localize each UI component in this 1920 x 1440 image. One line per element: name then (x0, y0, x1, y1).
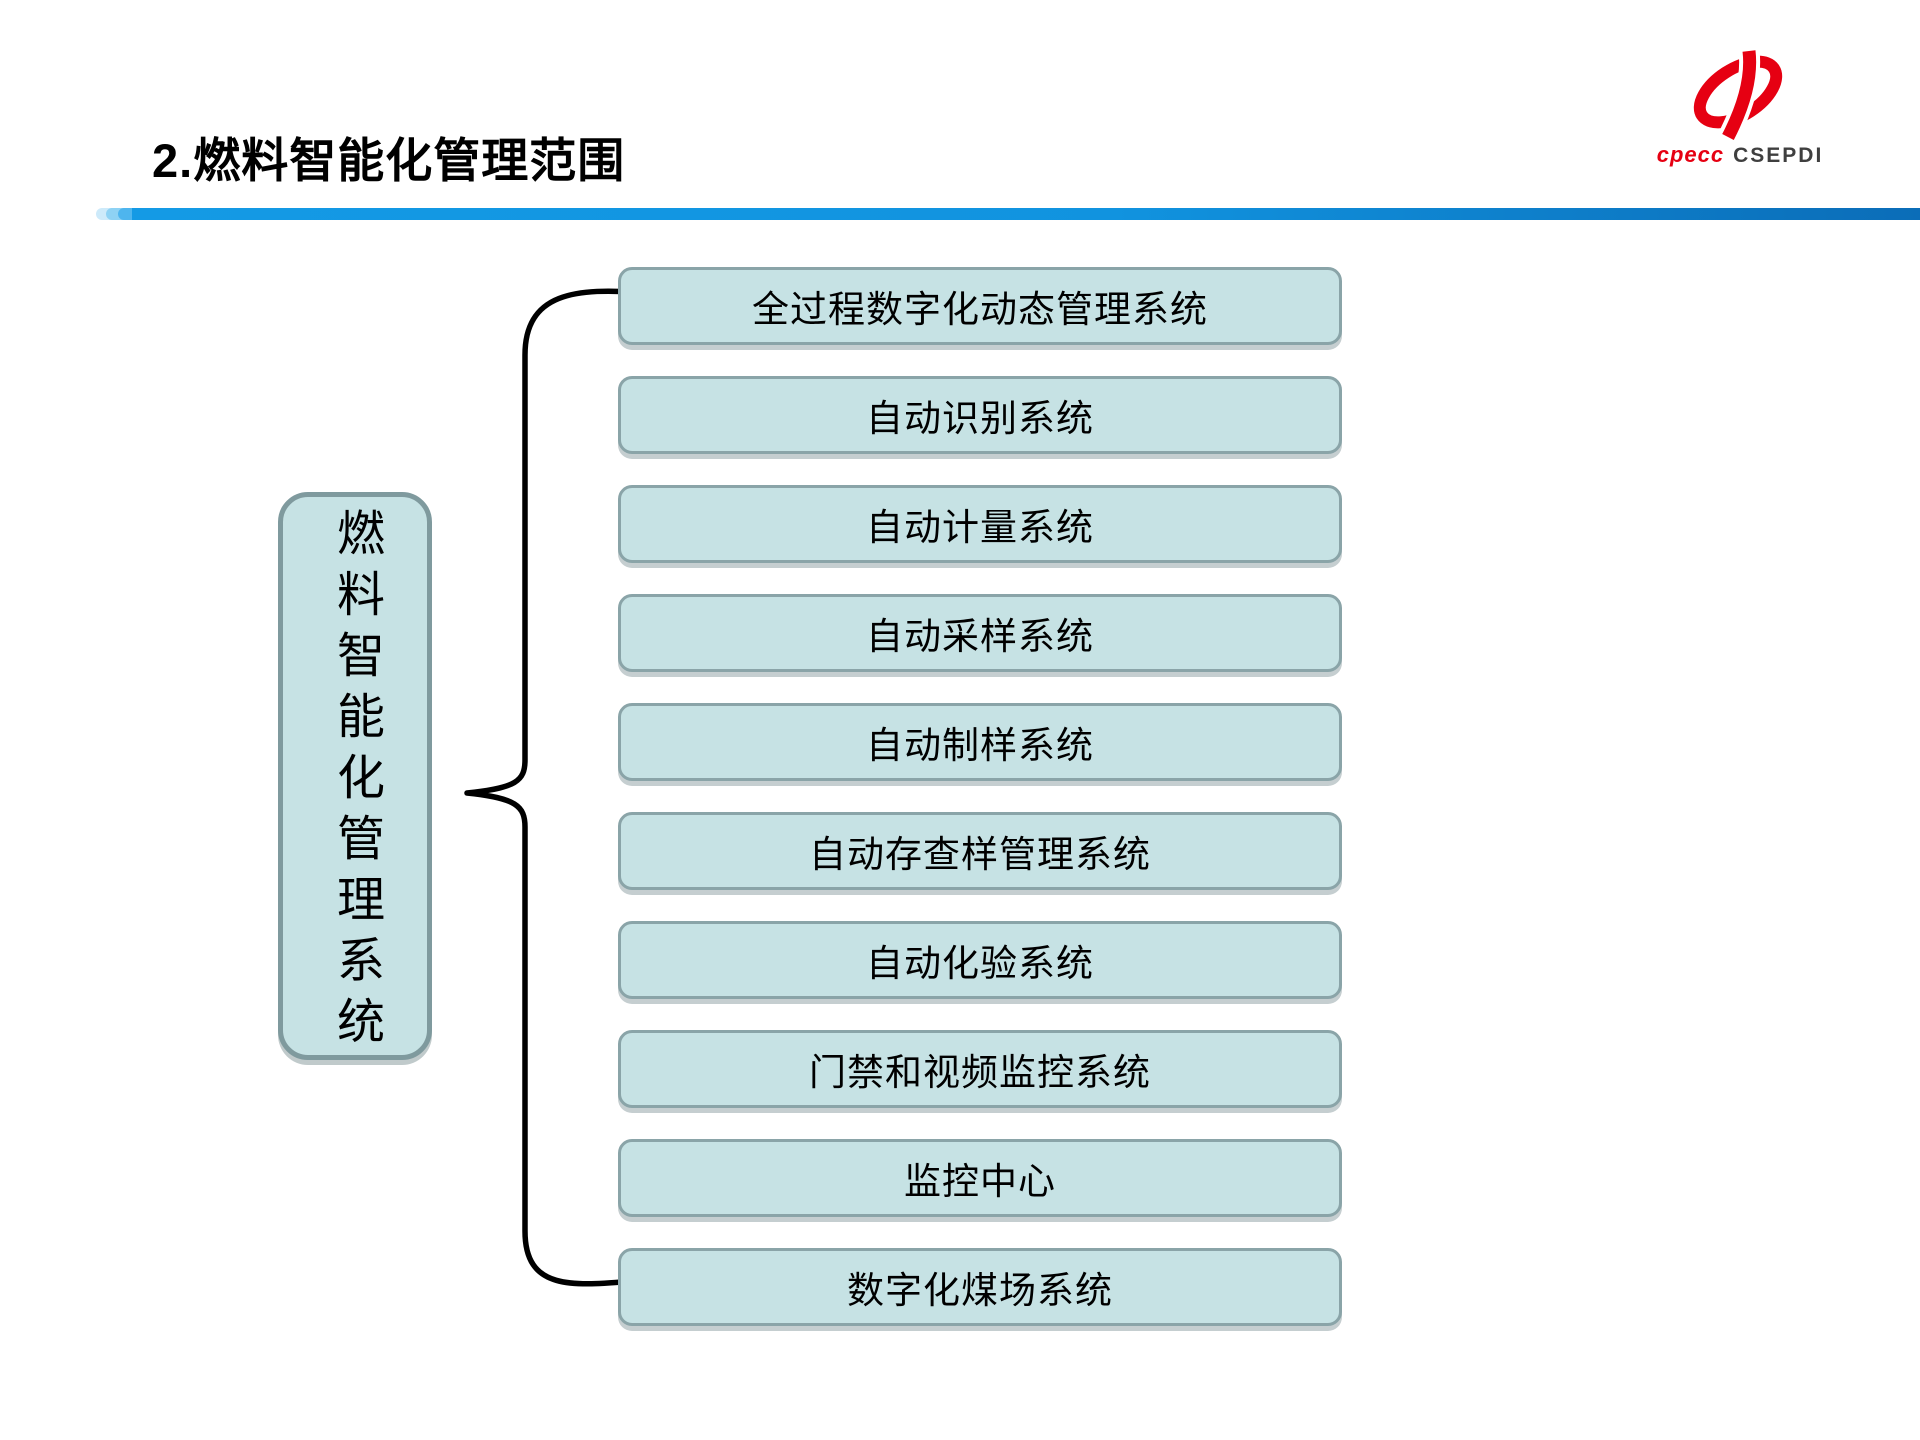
system-box-label: 自动采样系统 (866, 617, 1094, 658)
cpecc-emblem-icon (1693, 49, 1783, 140)
system-box-label: 门禁和视频监控系统 (809, 1053, 1151, 1094)
system-box: 门禁和视频监控系统 (618, 1030, 1342, 1108)
system-box-label: 监控中心 (904, 1162, 1056, 1203)
system-box: 自动化验系统 (618, 921, 1342, 999)
brace-connector (464, 288, 649, 1287)
system-box: 自动制样系统 (618, 703, 1342, 781)
system-box: 自动识别系统 (618, 376, 1342, 454)
system-box-label: 数字化煤场系统 (847, 1271, 1113, 1312)
company-logo: cpecc CSEPDI (1650, 48, 1830, 168)
root-system-label: 燃料智能化管理系统 (329, 508, 382, 1057)
system-box: 自动存查样管理系统 (618, 812, 1342, 890)
logo-wordmark: cpecc CSEPDI (1650, 142, 1830, 168)
system-box-label: 自动计量系统 (866, 508, 1094, 549)
system-box: 数字化煤场系统 (618, 1248, 1342, 1326)
system-box-label: 全过程数字化动态管理系统 (752, 290, 1208, 331)
system-box-label: 自动存查样管理系统 (809, 835, 1151, 876)
divider-bar (132, 208, 1920, 220)
system-box: 自动采样系统 (618, 594, 1342, 672)
system-box: 全过程数字化动态管理系统 (618, 267, 1342, 345)
logo-org-text: CSEPDI (1733, 144, 1824, 167)
root-system-box: 燃料智能化管理系统 (278, 492, 432, 1060)
system-box-label: 自动化验系统 (866, 944, 1094, 985)
system-box-label: 自动识别系统 (866, 399, 1094, 440)
system-box: 自动计量系统 (618, 485, 1342, 563)
system-box-label: 自动制样系统 (866, 726, 1094, 767)
system-box: 监控中心 (618, 1139, 1342, 1217)
slide-title: 2.燃料智能化管理范围 (152, 134, 626, 187)
logo-brand-text: cpecc (1656, 142, 1725, 167)
